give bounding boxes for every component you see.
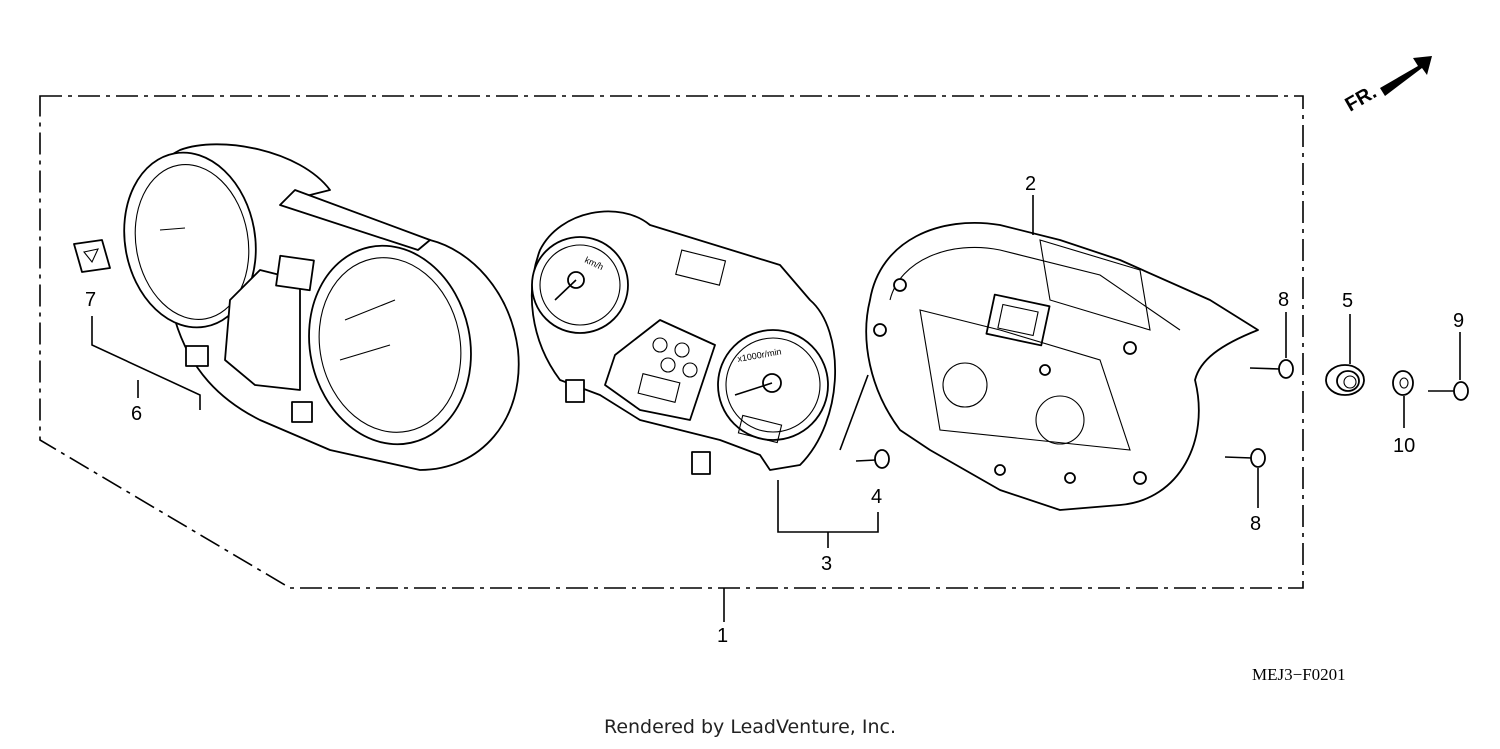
assembly-boundary	[39, 95, 1304, 589]
meter-cover	[123, 143, 520, 471]
combination-meter: km/h x1000r/min	[530, 210, 837, 475]
callout-1: 1	[717, 625, 728, 647]
tapping-screw-lower	[1224, 448, 1266, 468]
callout-3: 3	[821, 553, 832, 575]
callout-9: 9	[1453, 310, 1464, 332]
grommet	[1325, 364, 1365, 396]
callout-8-upper: 8	[1278, 289, 1289, 311]
callout-10: 10	[1393, 435, 1415, 457]
callout-2: 2	[1025, 173, 1036, 195]
leader-lines	[91, 195, 1461, 622]
callout-8-lower: 8	[1250, 513, 1261, 535]
screw-right	[1428, 381, 1469, 401]
front-marker-text: FR.	[1342, 81, 1381, 116]
credit-footer: Rendered by LeadVenture, Inc.	[603, 716, 897, 738]
callout-5: 5	[1342, 290, 1353, 312]
tapping-screw-upper	[1249, 359, 1294, 379]
callout-6: 6	[131, 403, 142, 425]
front-direction-arrow: FR.	[1342, 56, 1432, 116]
diagram-code: MEJ3−F0201	[1252, 665, 1346, 684]
collar	[1392, 370, 1414, 396]
meter-case	[865, 221, 1259, 511]
callout-4: 4	[871, 486, 882, 508]
screw-small	[855, 449, 890, 469]
emblem	[73, 239, 111, 273]
callout-7: 7	[85, 289, 96, 311]
